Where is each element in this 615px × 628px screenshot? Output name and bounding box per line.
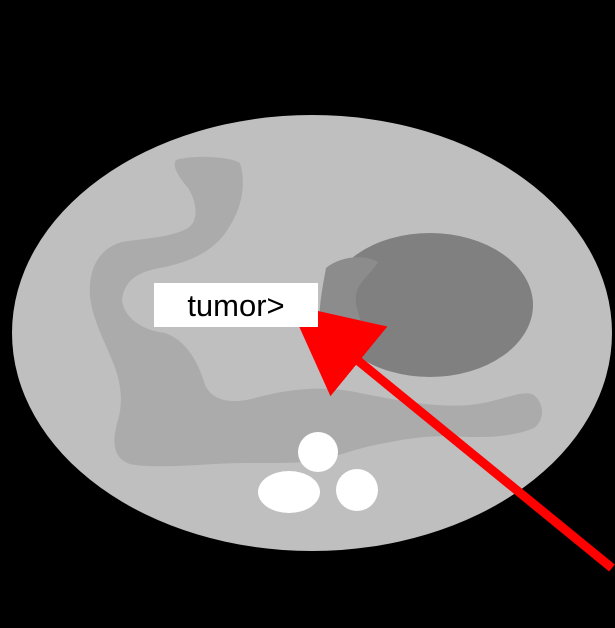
bone-blob-top <box>298 432 338 472</box>
bone-blob-left <box>258 471 320 513</box>
tumor-label-box: tumor> <box>154 283 318 327</box>
tumor-label: tumor> <box>187 290 284 321</box>
bone-blob-right <box>336 469 378 511</box>
